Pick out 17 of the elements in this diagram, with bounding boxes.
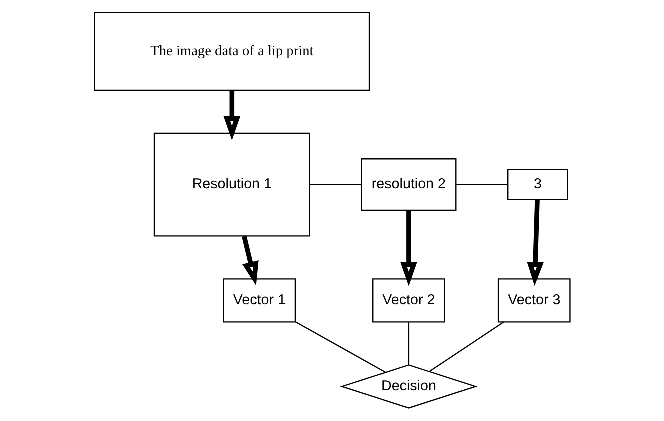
node-box: Vector 1 xyxy=(222,278,296,323)
node-box: Vector 2 xyxy=(372,278,445,323)
node-box: resolution 2 xyxy=(360,158,456,212)
connector xyxy=(428,322,504,372)
node-box: 3 xyxy=(507,169,568,200)
arrow xyxy=(400,210,417,286)
node-box: Vector 3 xyxy=(497,278,570,323)
arrow xyxy=(223,90,240,140)
connector xyxy=(456,184,508,186)
node-box: Resolution 1 xyxy=(153,132,310,237)
node-box: The image data of a lip print xyxy=(94,12,370,92)
arrow xyxy=(242,236,258,286)
connector xyxy=(294,322,386,373)
connector xyxy=(309,184,362,186)
arrow xyxy=(526,200,544,286)
connector xyxy=(408,322,410,366)
node-diamond: Decision xyxy=(340,364,478,409)
